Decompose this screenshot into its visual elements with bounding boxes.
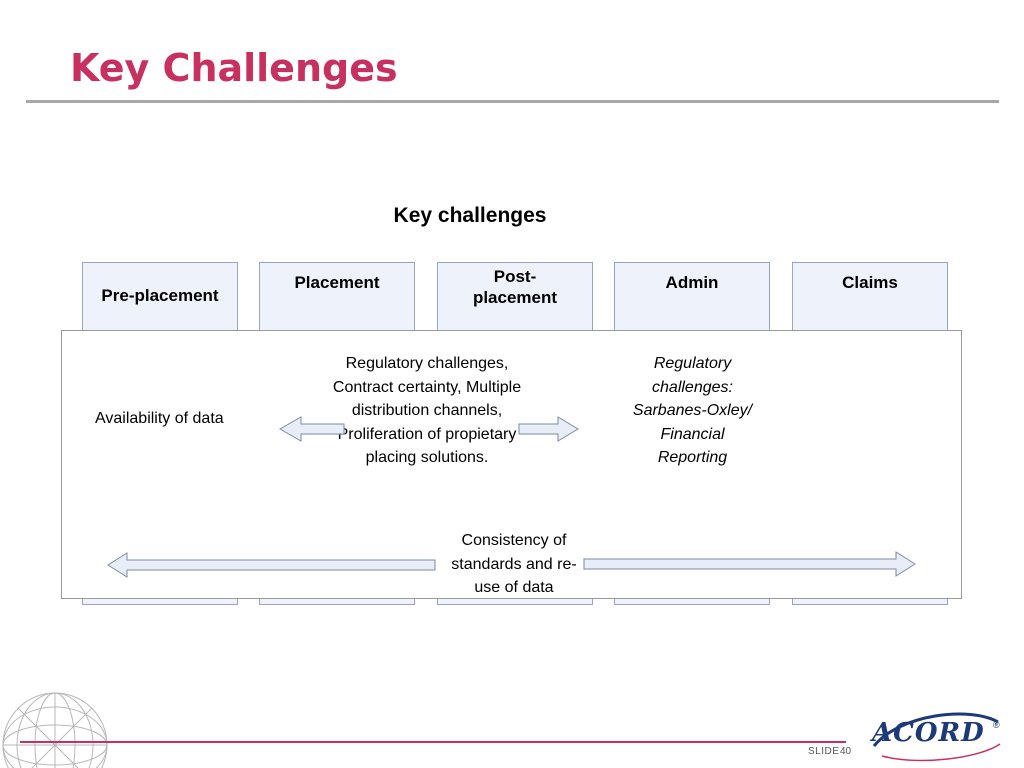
globe-graphic: [2, 692, 108, 768]
acord-logo: ACORD ®: [860, 706, 1010, 766]
availability-note: Availability of data: [95, 410, 224, 427]
phase-label-text: Post-placement: [472, 267, 558, 308]
phase-label-text: Placement: [294, 273, 380, 292]
left-arrow-short: [278, 416, 345, 442]
phase-label-text: Admin: [665, 273, 719, 292]
footer-rule: [20, 741, 846, 743]
title-underline: [26, 100, 999, 103]
left-arrow-long: [107, 552, 436, 578]
phase-label: Placement: [260, 263, 414, 329]
placement-challenges-note: Regulatory challenges, Contract certaint…: [332, 355, 522, 466]
logo-registered-mark: ®: [993, 720, 1000, 730]
diagram-heading: Key challenges: [393, 204, 547, 227]
acord-swoosh-icon: [872, 712, 1001, 762]
right-arrow-short: [518, 416, 579, 442]
phase-label-text: Claims: [842, 273, 898, 292]
admin-challenges-note: Regulatory challenges: Sarbanes-Oxley/ F…: [632, 355, 753, 466]
slide-number: 40: [840, 746, 852, 757]
phase-label: Admin: [615, 263, 769, 329]
phase-label: Post-placement: [438, 263, 592, 329]
logo-text: ACORD: [872, 718, 985, 748]
phase-label: Pre-placement: [83, 263, 237, 329]
challenges-panel: [61, 330, 962, 599]
slide-title: Key Challenges: [70, 46, 398, 90]
right-arrow-long: [583, 551, 916, 577]
slide-label: SLIDE: [808, 746, 840, 757]
phase-label: Claims: [793, 263, 947, 329]
phase-label-text: Pre-placement: [101, 286, 219, 306]
consistency-note: Consistency of standards and re-use of d…: [451, 532, 577, 596]
